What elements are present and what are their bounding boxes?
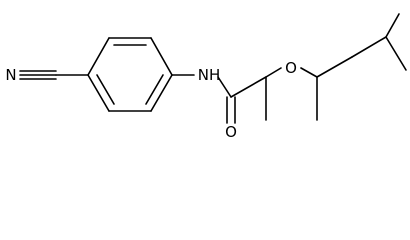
nitrile-group bbox=[19, 70, 89, 80]
bond-ch2-ch bbox=[351, 36, 387, 58]
atom-labels: N NH O O bbox=[3, 59, 297, 141]
ring-bond-1 bbox=[87, 37, 110, 76]
carbonyl-o-label: O bbox=[225, 123, 237, 141]
ring-double-2 bbox=[145, 74, 164, 105]
bond-o-ch bbox=[300, 67, 318, 78]
amide-nh-label: NH bbox=[198, 66, 221, 84]
benzene-ring bbox=[87, 37, 173, 112]
bond-nh-carbonyl bbox=[217, 76, 232, 98]
nitrile-n-bg bbox=[3, 65, 17, 85]
ether-side-chain bbox=[230, 13, 407, 121]
ether-o-label: O bbox=[285, 59, 297, 77]
amide-linkage bbox=[171, 74, 236, 124]
nitrile-n-label: N bbox=[5, 66, 16, 84]
structure-diagram: N NH O O bbox=[3, 13, 407, 141]
bond-isopropyl-methyl-2 bbox=[385, 36, 407, 71]
bond-carbonyl-alpha bbox=[230, 76, 267, 98]
ring-bond-6 bbox=[87, 74, 110, 112]
bond-isopropyl-methyl-1 bbox=[385, 13, 400, 38]
ring-bond-4 bbox=[150, 74, 173, 112]
ring-double-3 bbox=[96, 74, 115, 105]
bond-ch-ch2 bbox=[316, 56, 353, 78]
bond-alpha-o bbox=[265, 67, 282, 78]
ring-bond-3 bbox=[150, 37, 173, 76]
